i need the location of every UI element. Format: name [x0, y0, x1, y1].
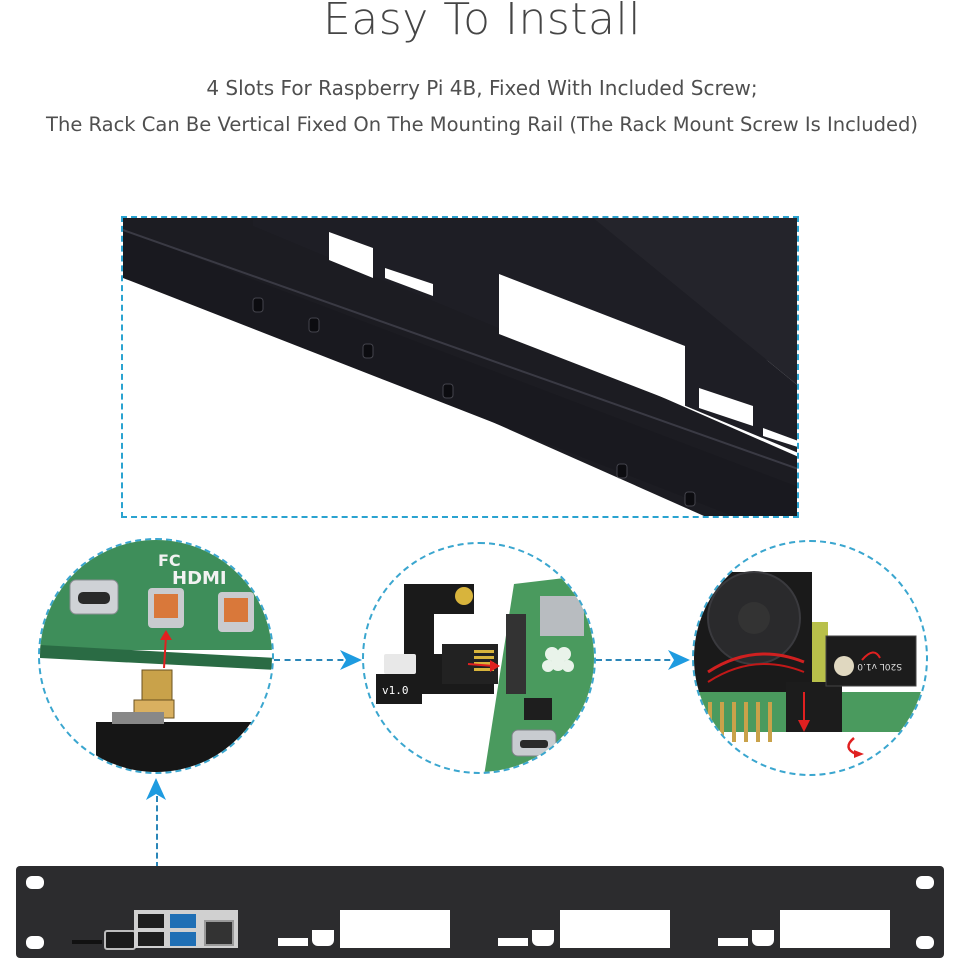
rack-rail-illustration — [123, 218, 797, 516]
arrow-right-icon — [340, 650, 362, 670]
micro-sd-slot — [72, 940, 102, 944]
hdmi-connector-illustration: HDMI FC — [40, 540, 272, 772]
mount-hole — [26, 936, 44, 949]
hdmi-port — [104, 930, 136, 950]
pcb-label-fc: FC — [158, 551, 181, 570]
step-microsd-circle: v1.0 — [362, 542, 596, 774]
step-hdmi-circle: HDMI FC — [38, 538, 274, 774]
arrow-up-icon — [146, 778, 166, 800]
rack-closeup-image — [121, 216, 799, 518]
port-cluster — [134, 910, 238, 948]
arrow-right-icon — [668, 650, 690, 670]
mount-hole — [916, 876, 934, 889]
mount-hole — [916, 936, 934, 949]
connector-line-2-3 — [596, 659, 680, 661]
rack-front-panel — [16, 866, 944, 958]
ethernet-port — [204, 920, 234, 946]
microsd-adapter-illustration: v1.0 — [376, 574, 594, 772]
connector-line-1-2 — [274, 659, 354, 661]
page-title: Easy To Install — [323, 0, 641, 45]
subtitle-line-1: 4 Slots For Raspberry Pi 4B, Fixed With … — [206, 76, 758, 100]
fan-power-illustration: S20L v1.0 — [694, 571, 926, 758]
connector-line-panel-1 — [156, 796, 158, 868]
adapter-version-label: v1.0 — [382, 684, 409, 697]
subtitle-line-2: The Rack Can Be Vertical Fixed On The Mo… — [46, 113, 918, 136]
mount-hole — [26, 876, 44, 889]
pcb-label-hdmi: HDMI — [172, 568, 227, 589]
step-fan-circle: S20L v1.0 — [692, 540, 928, 776]
board-version-text: S20L v1.0 — [857, 661, 902, 671]
